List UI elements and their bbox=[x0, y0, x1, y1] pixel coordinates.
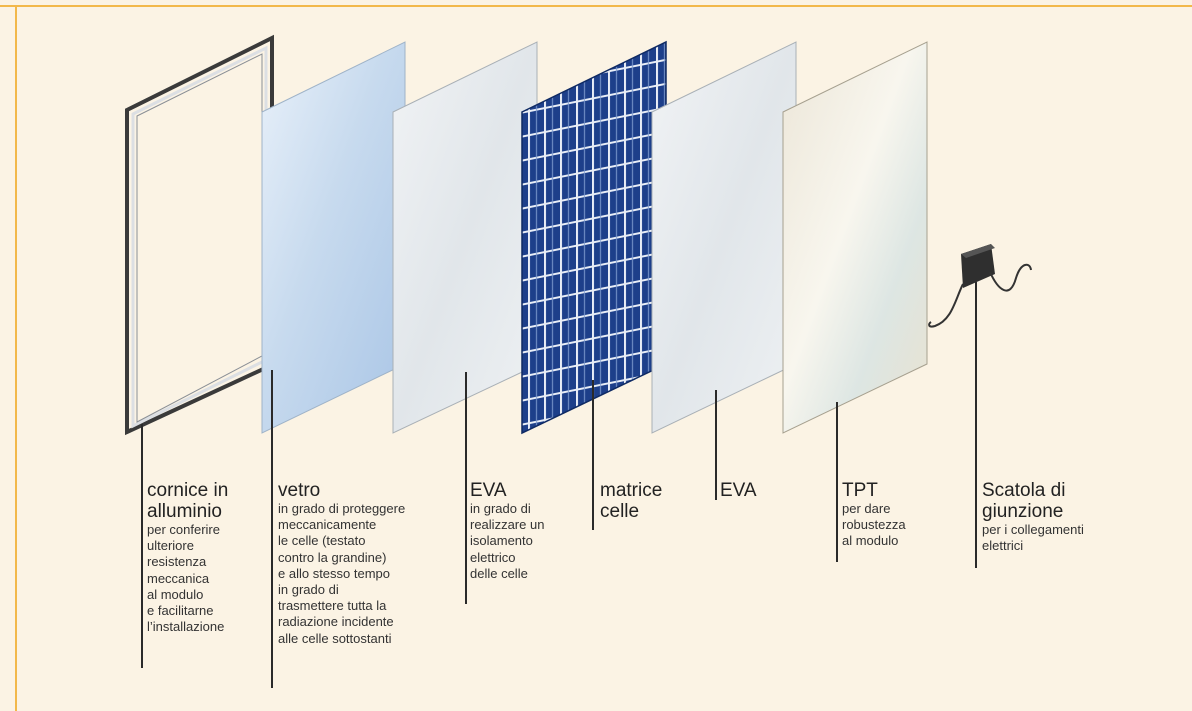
tpt-layer bbox=[782, 41, 928, 434]
label-junction-desc: per i collegamenti bbox=[982, 522, 1084, 537]
label-junction-title-1: Scatola di bbox=[982, 480, 1066, 501]
label-frame-desc: resistenza bbox=[147, 554, 207, 570]
label-eva-front-desc: isolamento bbox=[470, 533, 533, 549]
label-frame-desc: meccanica bbox=[147, 570, 210, 586]
glass-layer bbox=[261, 41, 406, 434]
label-glass-desc: le celle (testato bbox=[278, 533, 366, 549]
label-frame-desc: ulteriore bbox=[147, 538, 194, 554]
frame-left-border bbox=[15, 5, 17, 711]
leader-glass bbox=[271, 370, 273, 688]
label-eva-back: EVA bbox=[720, 480, 757, 501]
label-glass-desc: alle celle sottostanti bbox=[278, 630, 392, 646]
label-glass-desc: in grado di proteggere bbox=[278, 501, 406, 516]
label-glass-desc: contro la grandine) bbox=[278, 549, 387, 565]
leader-eva-front bbox=[465, 372, 467, 604]
label-junction-title-2: giunzione bbox=[982, 501, 1064, 522]
leader-cells bbox=[592, 380, 594, 530]
label-tpt-desc: al modulo bbox=[842, 533, 899, 549]
label-glass-desc: meccanicamente bbox=[278, 517, 377, 533]
label-frame-title-2: alluminio bbox=[147, 501, 222, 522]
label-glass-desc: in grado di bbox=[278, 582, 339, 598]
cell-matrix-layer bbox=[521, 40, 667, 435]
label-eva-front-desc: elettrico bbox=[470, 549, 516, 565]
aluminium-frame-layer bbox=[125, 34, 274, 436]
label-junction-desc: elettrici bbox=[982, 538, 1024, 554]
label-eva-front-desc: realizzare un bbox=[470, 517, 545, 533]
label-cells: matrice celle bbox=[600, 480, 662, 522]
label-frame-desc: al modulo bbox=[147, 586, 204, 602]
label-eva-back-title: EVA bbox=[720, 480, 757, 501]
label-glass: vetro in grado di proteggere meccanicame… bbox=[278, 480, 405, 647]
label-glass-desc: trasmettere tutta la bbox=[278, 598, 387, 614]
frame-top-border bbox=[0, 5, 1192, 7]
label-glass-desc: e allo stesso tempo bbox=[278, 565, 391, 581]
junction-box-icon bbox=[928, 244, 1032, 328]
label-junction: Scatola di giunzione per i collegamenti … bbox=[982, 480, 1084, 554]
leader-junction bbox=[975, 282, 977, 568]
label-frame: cornice in alluminio per conferire ulter… bbox=[147, 480, 228, 635]
label-frame-desc: l’installazione bbox=[147, 619, 225, 635]
label-eva-front-desc: delle celle bbox=[470, 565, 528, 581]
label-glass-desc: radiazione incidente bbox=[278, 614, 394, 630]
label-frame-desc: e facilitarne bbox=[147, 603, 214, 619]
label-tpt-title: TPT bbox=[842, 480, 878, 501]
leader-tpt bbox=[836, 402, 838, 562]
label-frame-title-1: cornice in bbox=[147, 480, 229, 501]
label-cells-title-1: matrice bbox=[600, 480, 663, 501]
leader-frame bbox=[141, 424, 143, 668]
eva-back-layer bbox=[651, 41, 797, 434]
label-tpt-desc: robustezza bbox=[842, 517, 906, 533]
label-eva-front: EVA in grado di realizzare un isolamento… bbox=[470, 480, 544, 582]
leader-eva-back bbox=[715, 390, 717, 500]
label-frame-desc: per conferire bbox=[147, 522, 220, 537]
label-eva-front-title: EVA bbox=[470, 480, 507, 501]
label-glass-title: vetro bbox=[278, 480, 321, 501]
label-tpt: TPT per dare robustezza al modulo bbox=[842, 480, 906, 550]
label-tpt-desc: per dare bbox=[842, 501, 891, 516]
label-cells-title-2: celle bbox=[600, 501, 640, 522]
label-eva-front-desc: in grado di bbox=[470, 501, 531, 516]
